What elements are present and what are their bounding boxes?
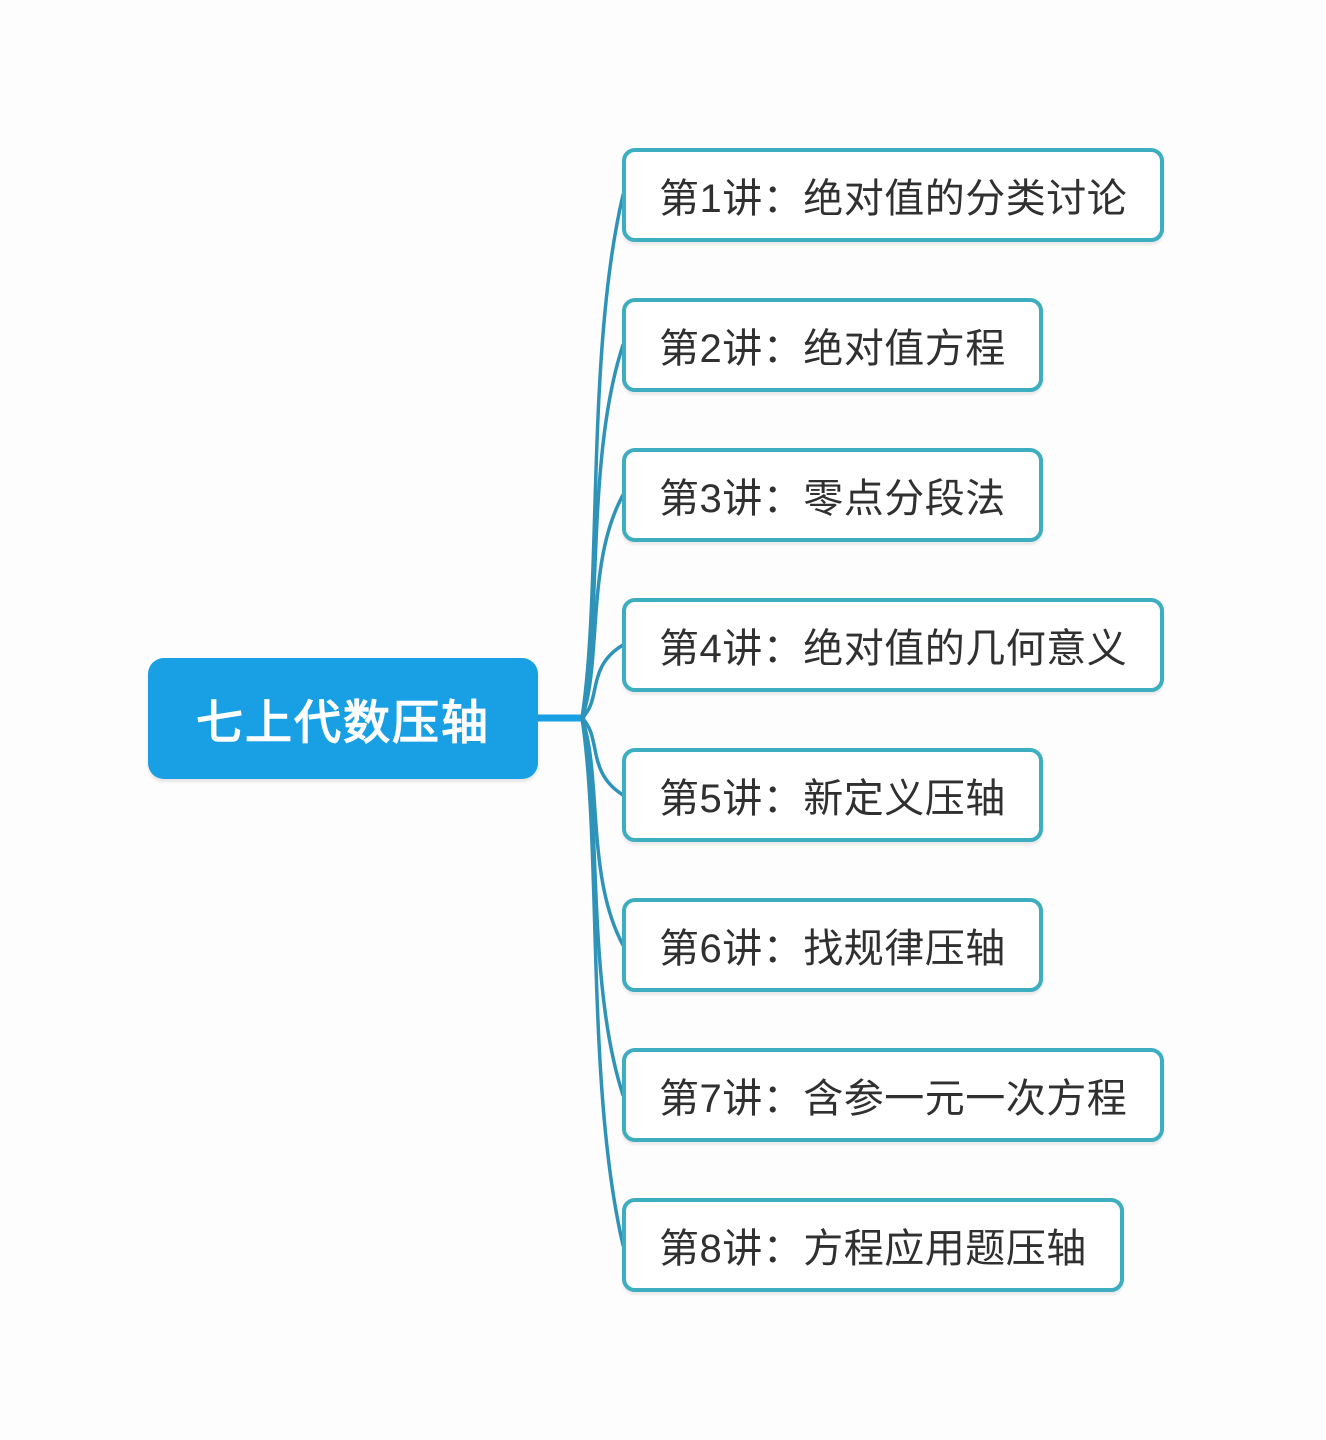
branch-node-lecture-3[interactable]: 第3讲：零点分段法 xyxy=(622,448,1043,542)
branch-node-lecture-5[interactable]: 第5讲：新定义压轴 xyxy=(622,748,1043,842)
branch-node-label: 第3讲：零点分段法 xyxy=(659,477,1006,521)
connector-curve xyxy=(580,193,625,720)
branch-node-lecture-7[interactable]: 第7讲：含参一元一次方程 xyxy=(622,1048,1165,1142)
branch-node-lecture-4[interactable]: 第4讲：绝对值的几何意义 xyxy=(622,598,1165,692)
connector-curve xyxy=(580,716,625,797)
branch-node-lecture-2[interactable]: 第2讲：绝对值方程 xyxy=(622,298,1043,392)
branch-node-label: 第4讲：绝对值的几何意义 xyxy=(659,627,1128,671)
connector-curve xyxy=(580,643,625,720)
branch-node-label: 第8讲：方程应用题压轴 xyxy=(659,1227,1087,1271)
branch-node-label: 第1讲：绝对值的分类讨论 xyxy=(659,177,1128,221)
connector-curve xyxy=(580,716,625,947)
root-node-label: 七上代数压轴 xyxy=(196,696,490,749)
connector-curve xyxy=(580,493,625,720)
branch-node-label: 第2讲：绝对值方程 xyxy=(659,327,1006,371)
branch-node-lecture-8[interactable]: 第8讲：方程应用题压轴 xyxy=(622,1198,1124,1292)
branch-node-lecture-1[interactable]: 第1讲：绝对值的分类讨论 xyxy=(622,148,1165,242)
connector-curve xyxy=(580,343,625,720)
root-node[interactable]: 七上代数压轴 xyxy=(148,658,538,779)
connector-curve xyxy=(580,716,625,1097)
connector-curve xyxy=(580,716,625,1247)
branch-node-lecture-6[interactable]: 第6讲：找规律压轴 xyxy=(622,898,1043,992)
branch-node-label: 第5讲：新定义压轴 xyxy=(659,777,1006,821)
branch-node-label: 第7讲：含参一元一次方程 xyxy=(659,1077,1128,1121)
branch-node-label: 第6讲：找规律压轴 xyxy=(659,927,1006,971)
